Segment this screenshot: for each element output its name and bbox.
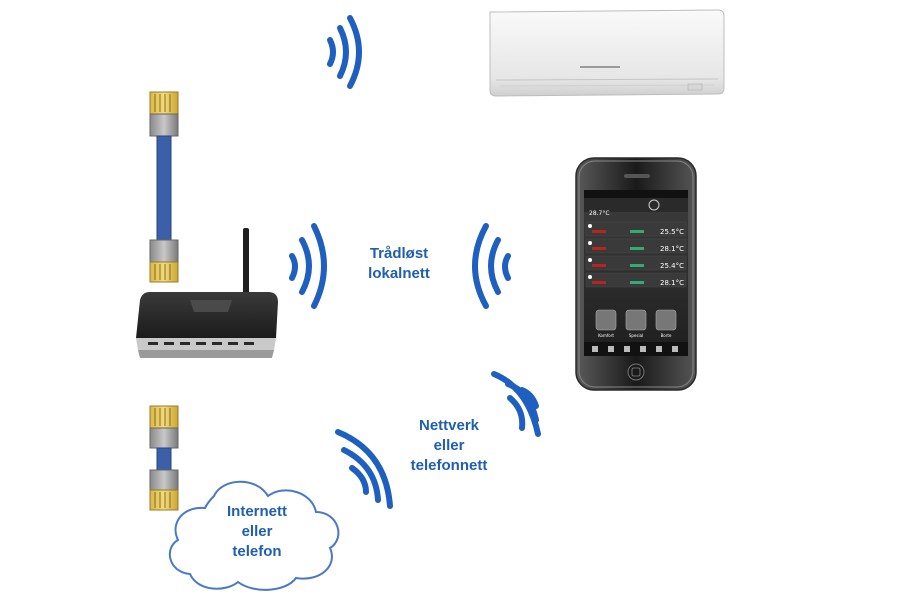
router-icon xyxy=(136,228,278,358)
cloud-label-line1: Internett xyxy=(227,503,287,520)
svg-text:25.4°C: 25.4°C xyxy=(660,262,684,270)
svg-text:Spesial: Spesial xyxy=(629,333,643,338)
svg-text:28.1°C: 28.1°C xyxy=(660,245,684,253)
wireless-signal-icon xyxy=(472,223,511,309)
svg-text:Komfort: Komfort xyxy=(598,333,614,338)
phone-mode-buttons: Komfort Spesial Borte xyxy=(595,309,677,338)
phone-row-1: 25.5°C xyxy=(585,221,687,237)
network-label-line3: telefonnett xyxy=(411,457,488,474)
wireless-signal-icon xyxy=(491,371,541,437)
wireless-signal-icon xyxy=(327,15,362,89)
phone-row-2: 28.1°C xyxy=(585,238,687,254)
network-label-line2: eller xyxy=(434,437,465,454)
cloud-label-line3: telefon xyxy=(232,543,281,560)
svg-text:25.5°C: 25.5°C xyxy=(660,228,684,236)
phone-row-3: 25.4°C xyxy=(585,255,687,271)
cloud-icon xyxy=(168,480,340,591)
svg-text:Borte: Borte xyxy=(661,333,672,338)
ethernet-cable-icon xyxy=(149,91,179,283)
cloud-label-line2: eller xyxy=(242,523,273,540)
ethernet-cable-icon xyxy=(149,405,179,511)
svg-text:28.1°C: 28.1°C xyxy=(660,279,684,287)
air-conditioner-icon xyxy=(489,9,725,97)
phone-row-4: 28.1°C xyxy=(585,272,687,288)
network-label-line1: Nettverk xyxy=(419,417,480,434)
wireless-signal-icon xyxy=(335,429,393,509)
phone-temp-main: 28.7°C xyxy=(589,210,610,217)
wireless-signal-icon xyxy=(289,223,327,309)
smartphone-icon: 28.7°C 25.5°C 28.1°C 25.4°C xyxy=(575,157,697,391)
wlan-label-line1: Trådløst xyxy=(370,245,428,262)
wlan-label-line2: lokalnett xyxy=(368,265,430,282)
